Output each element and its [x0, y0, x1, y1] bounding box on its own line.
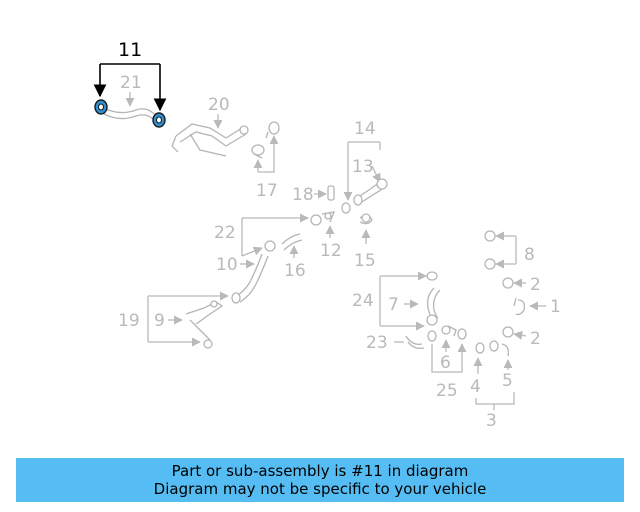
hose-13 — [353, 178, 388, 206]
callout-3: 3 — [486, 411, 497, 431]
callout-18: 18 — [292, 185, 314, 205]
hose-16 — [281, 233, 303, 251]
callout-6: 6 — [440, 353, 451, 373]
callout-5: 5 — [502, 371, 513, 391]
banner-line-disclaimer: Diagram may not be specific to your vehi… — [153, 480, 487, 498]
hose-10 — [231, 253, 269, 304]
clamp-23 — [427, 330, 437, 342]
callout-20: 20 — [208, 95, 230, 115]
clamp-highlighted-left — [94, 99, 108, 115]
callout-24: 24 — [352, 291, 374, 311]
callout-14: 14 — [354, 119, 376, 139]
callout-9: 9 — [154, 311, 165, 331]
callout-2-upper: 2 — [530, 275, 541, 295]
callout-7: 7 — [388, 295, 399, 315]
clamp-highlighted-right — [152, 112, 166, 128]
info-banner: Part or sub-assembly is #11 in diagram D… — [16, 458, 624, 502]
callout-8: 8 — [524, 245, 535, 265]
callout-2-lower: 2 — [530, 329, 541, 349]
hose-1 — [513, 297, 526, 316]
clamps-3 — [475, 340, 510, 357]
banner-line-part: Part or sub-assembly is #11 in diagram — [171, 462, 469, 480]
fitting-15 — [359, 213, 373, 225]
hose-7 — [426, 271, 441, 326]
callout-25: 25 — [436, 381, 458, 401]
connector-12 — [321, 211, 336, 223]
clamp-14 — [341, 202, 351, 214]
hose-21 — [103, 107, 157, 123]
clamp-8-bottom — [484, 258, 496, 270]
clamp-22-bottom — [264, 240, 276, 252]
callout-13: 13 — [352, 157, 374, 177]
fittings-6 — [441, 325, 467, 340]
callout-17: 17 — [256, 181, 278, 201]
clamp-17-top — [265, 121, 280, 139]
callout-10: 10 — [216, 255, 238, 275]
callout-23: 23 — [366, 333, 388, 353]
callout-11: 11 — [118, 39, 142, 61]
pipe-18 — [327, 185, 335, 201]
callout-1: 1 — [550, 297, 561, 317]
callout-22: 22 — [214, 223, 236, 243]
callout-19: 19 — [118, 311, 140, 331]
clamp-2-lower — [502, 326, 514, 338]
clamp-8-top — [484, 230, 496, 242]
callout-16: 16 — [284, 261, 306, 281]
callout-4: 4 — [470, 377, 481, 397]
callout-12: 12 — [320, 241, 342, 261]
callout-21: 21 — [120, 73, 142, 93]
clamp-17-bottom — [251, 144, 265, 159]
hose-23 — [405, 335, 423, 345]
callout-11-leader — [93, 63, 167, 112]
hose-bracket-20 — [171, 123, 249, 157]
clamp-22-top — [310, 214, 322, 226]
clamp-2-upper — [502, 277, 514, 289]
hose-9 — [185, 300, 224, 349]
callout-15: 15 — [354, 251, 376, 271]
